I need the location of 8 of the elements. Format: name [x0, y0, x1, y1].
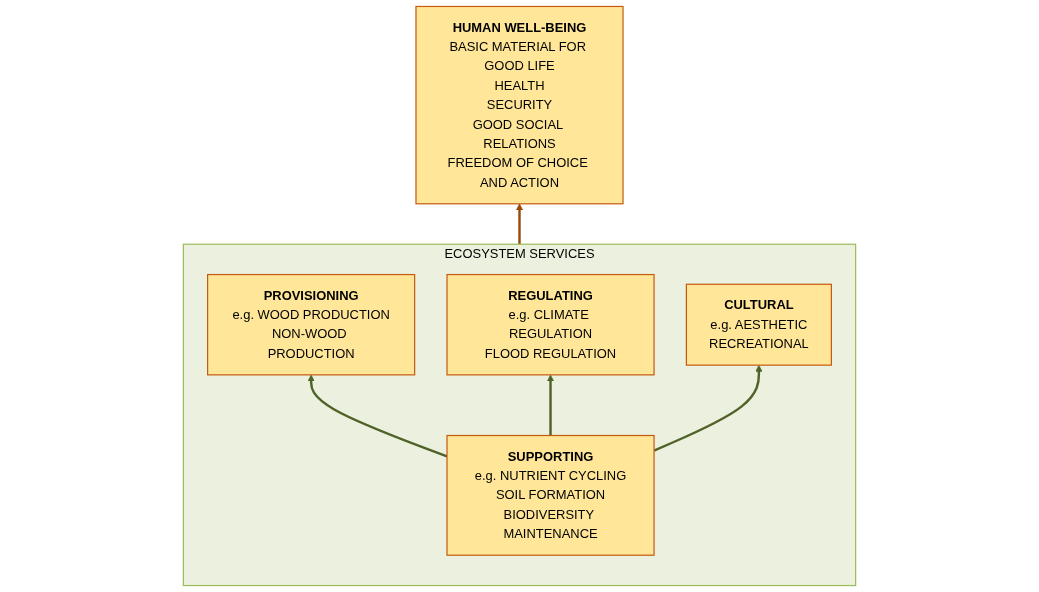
- arrow: [307, 374, 448, 458]
- arrow: [546, 374, 555, 436]
- node-box: CULTURAL e.g. AESTHETIC RECREATIONAL: [685, 283, 832, 366]
- node-box: PROVISIONING e.g. WOOD PRODUCTION NON-WOOD PRODUCTION: [207, 273, 416, 376]
- node-box: REGULATING e.g. CLIMATE REGULATION FLOOD REGULATION: [446, 273, 655, 376]
- arrow: [515, 203, 524, 245]
- node-box: SUPPORTING e.g. NUTRIENT CYCLING SOIL FORMATION BIODIVERSITY MAINTENANCE: [446, 434, 655, 556]
- node-box: HUMAN WELL-BEING BASIC MATERIAL FOR GOOD LIFE HEALTH SECURITY GOOD SOCIAL RELATIONS FREEDOM OF CHOICE AND ACTION: [415, 5, 624, 205]
